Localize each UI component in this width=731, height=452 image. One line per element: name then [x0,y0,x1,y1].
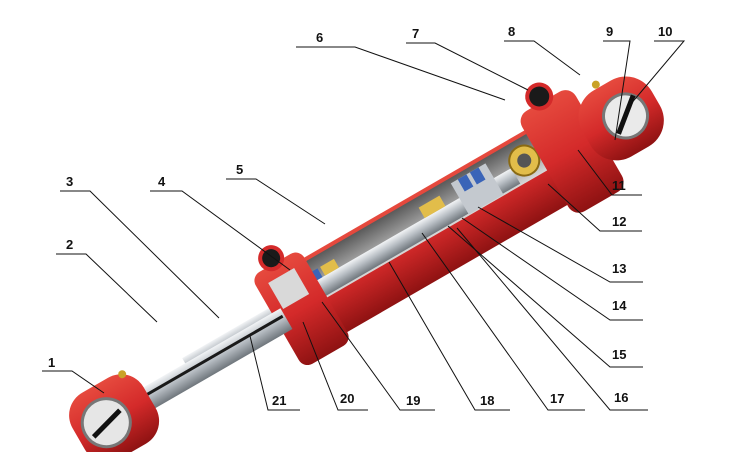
leader-18 [388,261,510,411]
guide-bushing-gold [418,195,446,219]
leader-6 [296,46,506,101]
label-2: 2 [66,237,74,252]
piston-seal-blue-2 [469,167,486,185]
leader-4 [150,190,291,271]
label-5: 5 [236,162,244,177]
leader-11 [577,149,642,196]
label-1: 1 [48,355,56,370]
leader-1 [42,370,105,394]
cap-end-head [520,90,624,213]
label-6: 6 [316,30,324,45]
label-13: 13 [612,261,627,276]
piston-seal-blue [457,174,474,192]
leader-20 [302,321,368,411]
leader-9 [603,40,631,141]
leader-8 [504,40,581,76]
leader-12 [547,183,642,232]
leader-17 [421,232,585,411]
leader-7 [406,42,529,91]
leader-19 [321,301,435,411]
cap-port [525,82,554,111]
rod-seal-gold [320,258,339,276]
leader-5 [226,178,326,225]
label-18: 18 [480,393,495,408]
label-7: 7 [412,26,420,41]
piston-rod-assembly [69,308,293,452]
label-10: 10 [658,24,673,39]
label-8: 8 [508,24,516,39]
label-14: 14 [612,298,627,313]
label-11: 11 [612,178,626,193]
label-15: 15 [612,347,627,362]
label-20: 20 [340,391,355,406]
leader-14 [461,217,643,321]
label-12: 12 [612,214,627,229]
leader-13 [477,206,643,283]
grease-nipple-rear [591,80,600,89]
leader-3 [60,190,220,319]
leader-lines [42,40,686,411]
label-9: 9 [606,24,614,39]
label-3: 3 [66,174,74,189]
label-16: 16 [614,390,629,405]
label-4: 4 [158,174,166,189]
cylinder-body [182,76,664,374]
label-21: 21 [272,393,287,408]
leader-10 [629,40,686,106]
grease-nipple-front [118,370,127,379]
leader-21 [249,335,300,411]
leader-16 [456,227,648,411]
label-17: 17 [550,391,565,406]
label-19: 19 [406,393,421,408]
leader-15 [447,225,643,368]
leader-2 [56,253,158,323]
